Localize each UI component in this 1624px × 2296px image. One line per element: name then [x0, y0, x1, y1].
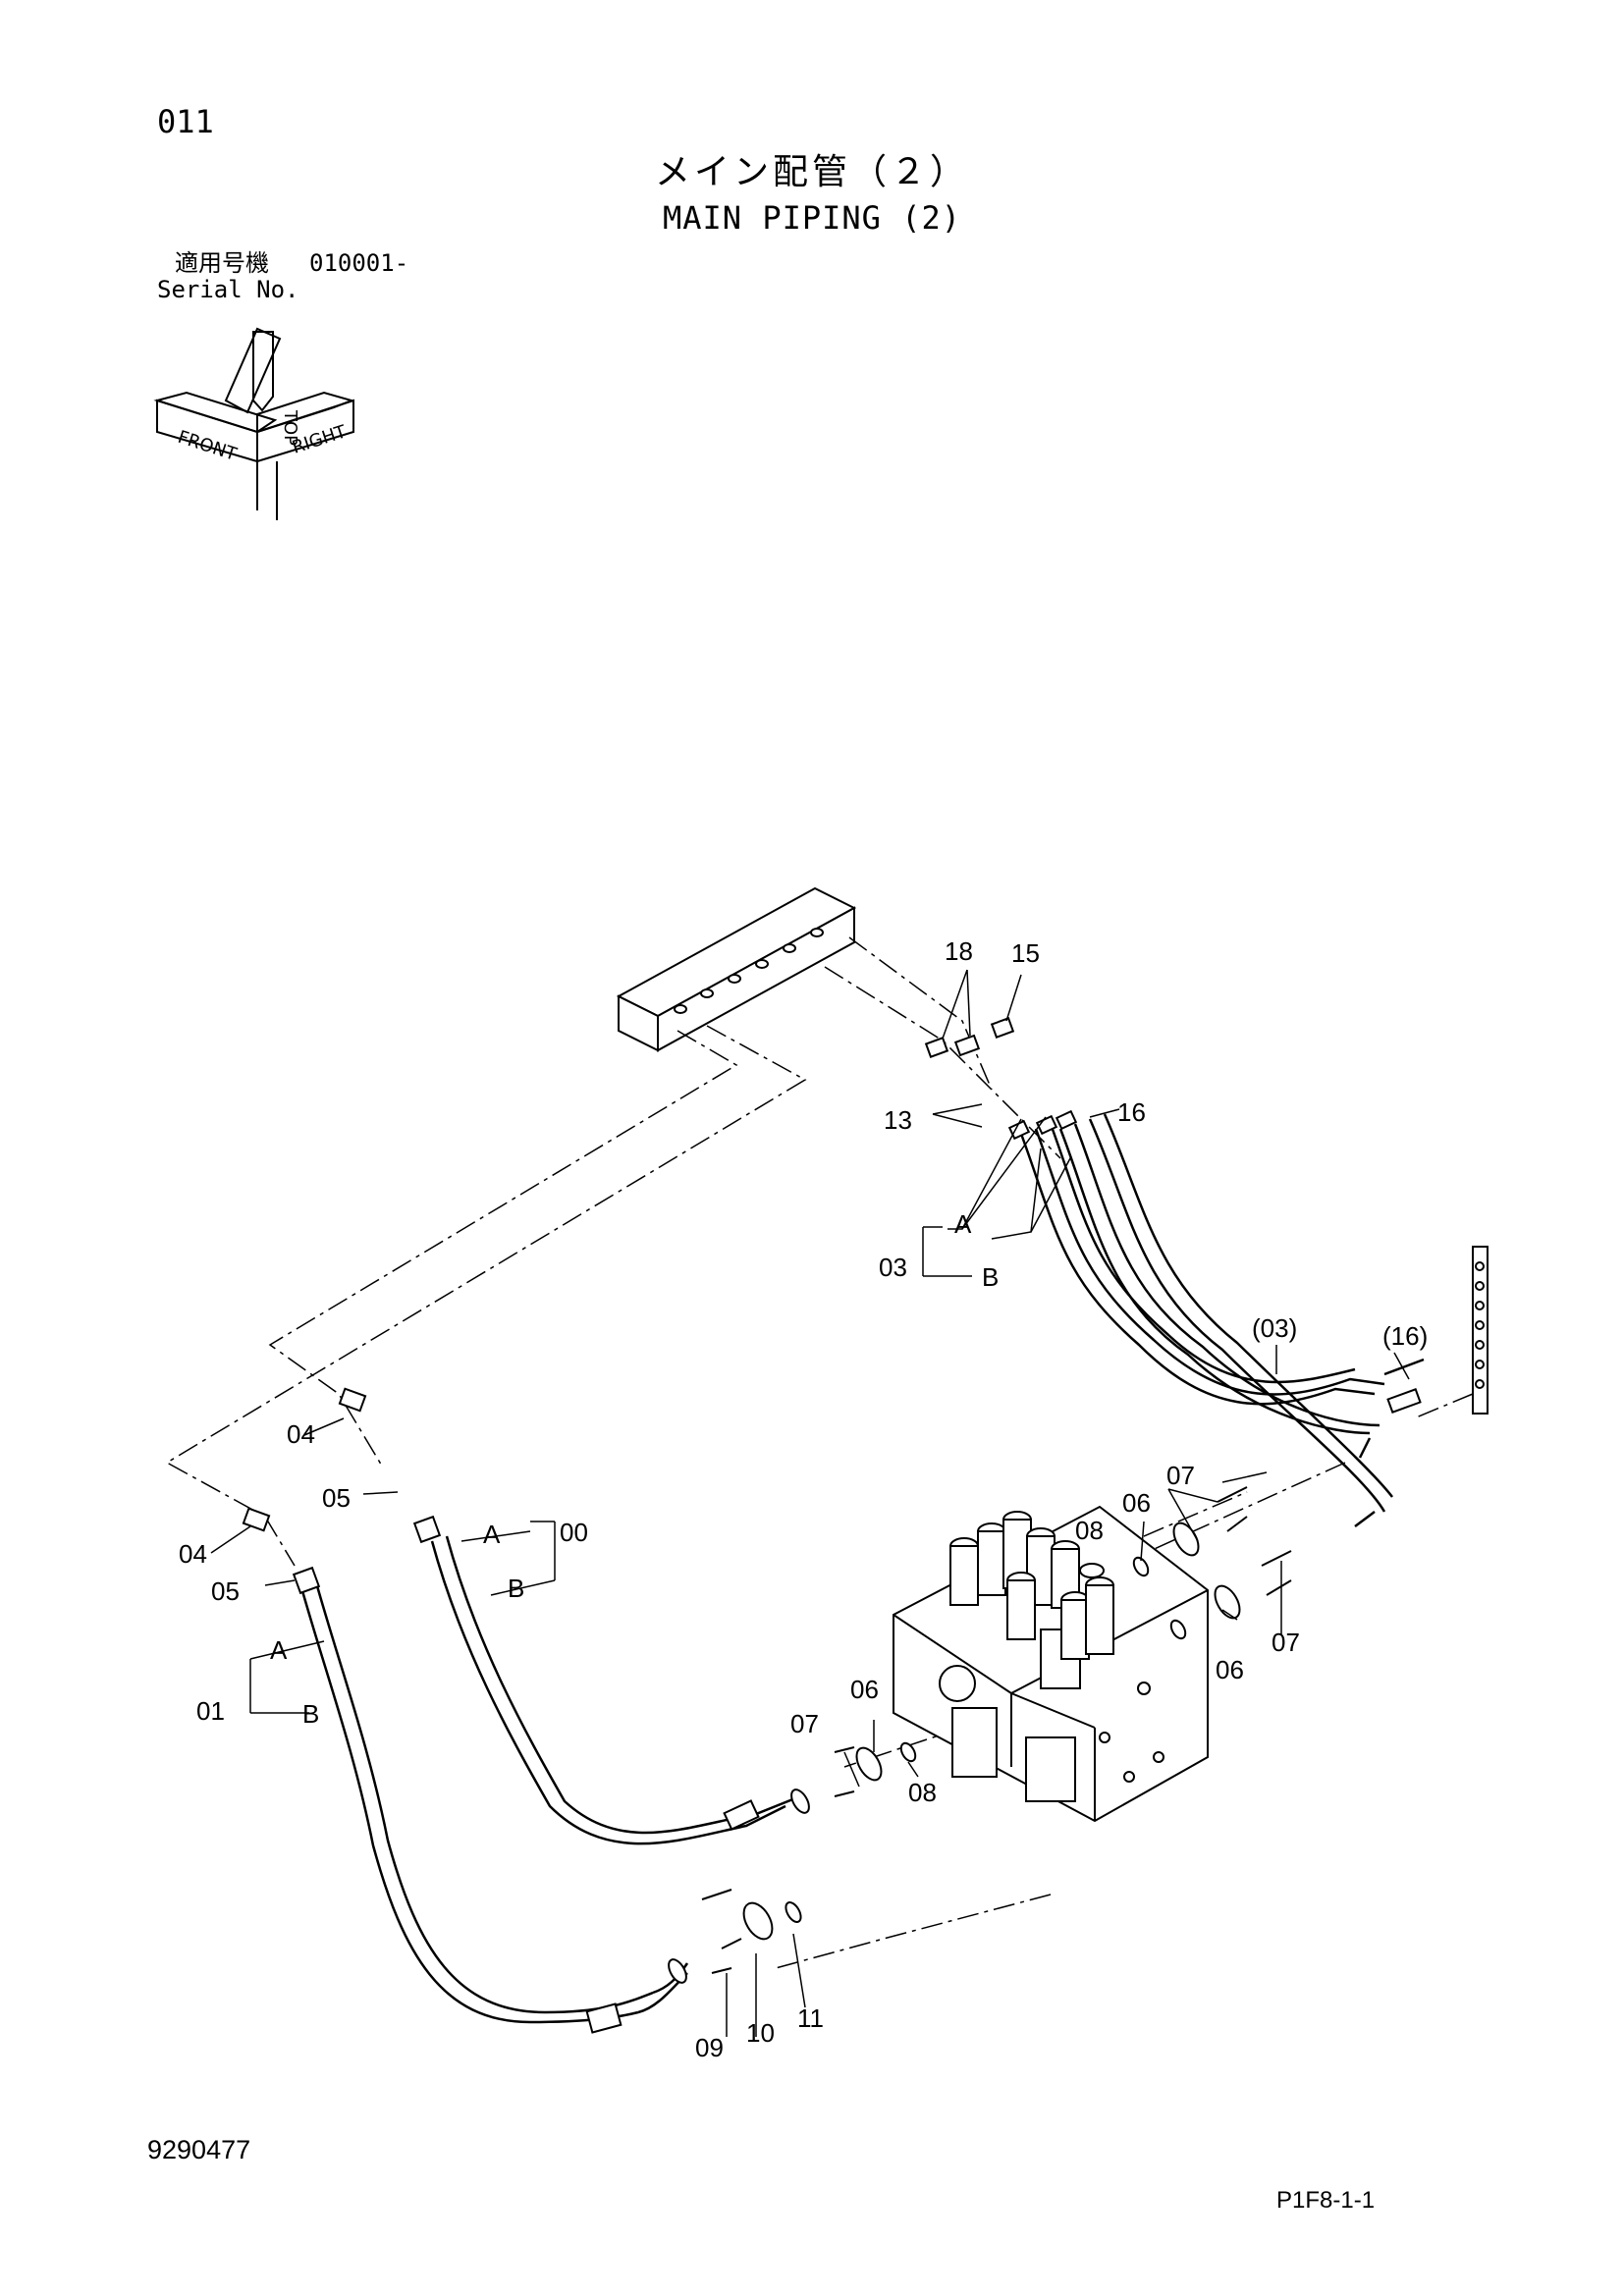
routing-centerlines — [165, 936, 1474, 1969]
sheet-code: P1F8-1-1 — [1276, 2187, 1376, 2214]
flange-assemblies — [701, 1486, 1292, 1974]
callout-03: 03 — [879, 1253, 907, 1282]
callout-05-lower: 05 — [211, 1576, 240, 1606]
callout-07-right-upper: 07 — [1166, 1461, 1195, 1490]
callout-03-ref: (03) — [1252, 1313, 1297, 1343]
callout-00: 00 — [560, 1518, 588, 1547]
control-valve — [893, 1505, 1209, 1823]
callout-06-left: 06 — [850, 1675, 879, 1704]
callout-a-00: A — [483, 1520, 501, 1549]
callout-13: 13 — [884, 1105, 912, 1135]
callout-04-lower: 04 — [179, 1539, 207, 1569]
callout-16: 16 — [1117, 1097, 1146, 1127]
upper-hoses — [1019, 1113, 1425, 1527]
callout-10: 10 — [746, 2018, 775, 2048]
callout-b-00: B — [508, 1574, 524, 1603]
callout-11: 11 — [797, 2003, 824, 2033]
callout-07-left: 07 — [790, 1709, 819, 1738]
callout-b-03: B — [982, 1262, 999, 1292]
callout-08-left: 08 — [908, 1778, 937, 1807]
callout-a-03: A — [954, 1209, 972, 1239]
serial-number-range: 010001- — [309, 249, 409, 277]
serial-label-japanese: 適用号機 — [175, 249, 269, 277]
serial-label-english: Serial No. — [157, 276, 299, 303]
lower-hoses — [298, 1535, 801, 2024]
title-japanese: メイン配管（２） — [654, 152, 969, 192]
callout-labels: 18 15 13 16 A 03 B (03) (16) 04 05 A 00 … — [179, 936, 1428, 2062]
callout-09: 09 — [695, 2033, 724, 2062]
callout-05-upper: 05 — [322, 1483, 351, 1513]
callout-04-upper: 04 — [287, 1419, 315, 1449]
upper-couplings — [924, 1017, 1489, 1415]
drawing-number: 9290477 — [147, 2135, 251, 2164]
callout-18: 18 — [945, 936, 973, 966]
lower-couplings — [242, 1387, 810, 2034]
callout-01: 01 — [196, 1696, 225, 1726]
callout-06-right-lower: 06 — [1216, 1655, 1244, 1684]
callout-08-right: 08 — [1075, 1516, 1104, 1545]
callout-a-01: A — [270, 1635, 288, 1665]
callout-b-01: B — [302, 1699, 319, 1729]
orientation-top-label: TOP — [280, 409, 300, 446]
upper-manifold — [616, 886, 857, 1052]
callout-06-right-upper: 06 — [1122, 1488, 1151, 1518]
callout-07-right-lower: 07 — [1272, 1628, 1300, 1657]
leader-lines — [210, 969, 1410, 2037]
orientation-front-label: FRONT — [175, 427, 240, 465]
title-english: MAIN PIPING (2) — [663, 199, 961, 237]
callout-15: 15 — [1011, 938, 1040, 968]
page-number: 011 — [157, 103, 214, 140]
orientation-compass: FRONT RIGHT TOP — [153, 327, 355, 520]
callout-16-ref: (16) — [1382, 1321, 1428, 1351]
